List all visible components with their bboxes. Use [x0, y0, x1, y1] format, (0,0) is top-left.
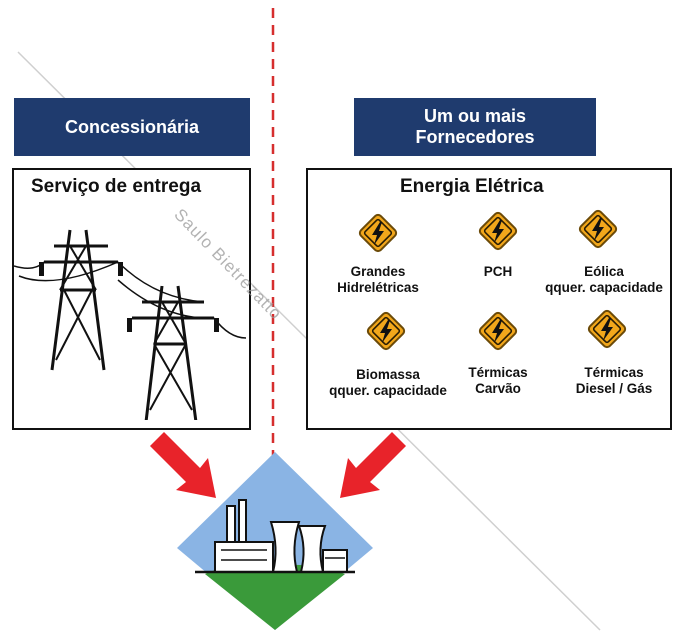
electric-energy-box: Energia Elétrica [306, 168, 672, 430]
termicas-diesel-gas-icon [586, 308, 628, 350]
electric-energy-title: Energia Elétrica [400, 176, 544, 197]
fornecedores-label-line2: Fornecedores [415, 127, 535, 147]
transmission-towers-icon [14, 229, 247, 420]
eolica-icon [577, 208, 619, 250]
concessionaria-header: Concessionária [14, 98, 250, 156]
concessionaria-label: Concessionária [64, 116, 200, 137]
biomassa-icon [365, 310, 407, 352]
fornecedores-label-line1: Um ou mais [423, 106, 527, 127]
grandes-hidreletricas-icon [357, 212, 399, 254]
delivery-service-box: Serviço de entrega [12, 168, 251, 430]
fornecedores-header: Um ou mais Fornecedores [354, 98, 596, 156]
delivery-service-title: Serviço de entrega [31, 176, 202, 197]
source-label-pch: PCH [483, 264, 513, 279]
left-red-arrow [150, 432, 216, 498]
right-red-arrow [340, 432, 406, 498]
pch-icon [477, 210, 519, 252]
termicas-carvao-icon [477, 310, 519, 352]
consumer-plant-icon [177, 452, 373, 630]
